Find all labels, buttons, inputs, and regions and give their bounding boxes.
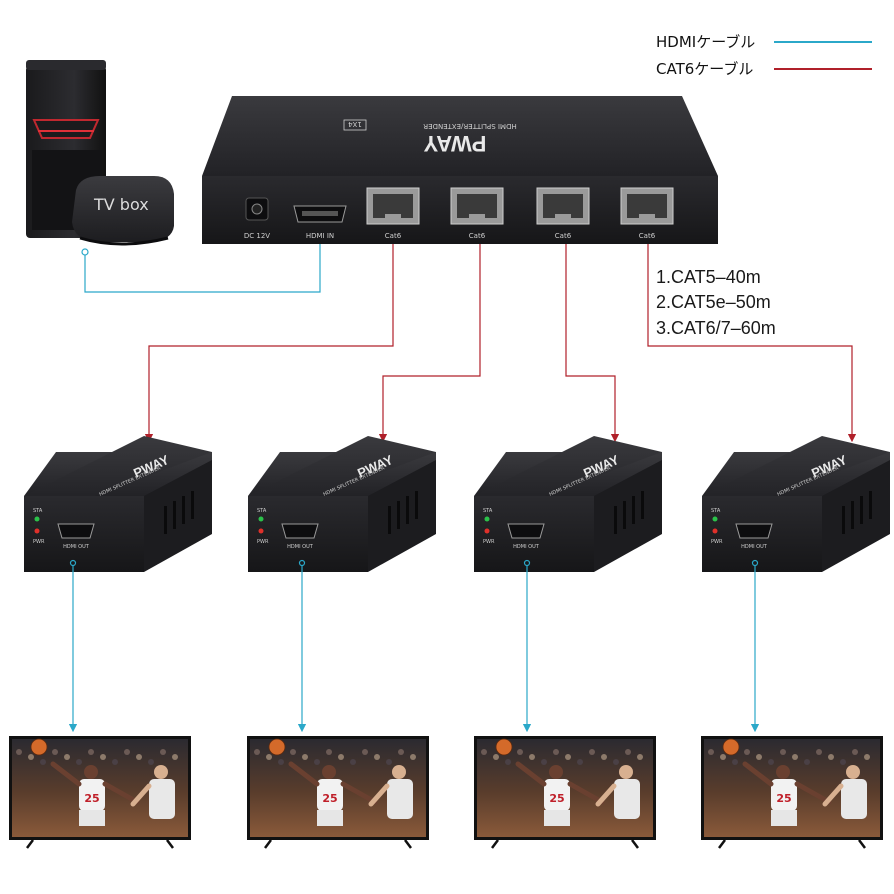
splitter-brand: PWAY — [423, 131, 486, 156]
hdmi-out-port-icon — [735, 523, 773, 539]
cat6-cable-3 — [565, 244, 620, 443]
tvbox-label: TV box — [93, 195, 149, 214]
jersey-number-1: 25 — [84, 792, 99, 805]
pwr-led-icon — [34, 528, 40, 534]
basketball-icon — [495, 738, 513, 756]
receiver-sta-label-1: STA — [33, 508, 43, 514]
rj45-ports: Cat6 Cat6 Cat6 Cat6 — [366, 187, 674, 240]
dc-power-port-icon — [245, 197, 269, 221]
spec-line-2: 2.CAT5e–50m — [656, 292, 771, 312]
receiver-port-label-3: HDMI OUT — [513, 544, 540, 550]
hdmi-out-port-icon — [57, 523, 95, 539]
tv-display-3: 25 — [474, 736, 656, 849]
tv-display-1: 25 — [9, 736, 191, 849]
hdmi-out-port-icon — [281, 523, 319, 539]
basketball-icon — [30, 738, 48, 756]
receiver-pwr-label-2: PWR — [257, 539, 269, 545]
cat6-cable-4 — [647, 244, 857, 443]
hdmi-out-port-icon — [507, 523, 545, 539]
receiver-pwr-label-4: PWR — [711, 539, 723, 545]
cat6-cable-2 — [378, 244, 481, 443]
pwr-led-icon — [258, 528, 264, 534]
jersey-number-4: 25 — [776, 792, 791, 805]
receiver-pwr-label-3: PWR — [483, 539, 495, 545]
legend-hdmi-label: HDMIケーブル — [656, 33, 755, 51]
sta-led-icon — [258, 516, 264, 522]
legend-cat6-label: CAT6ケーブル — [656, 60, 753, 78]
spec-line-3: 3.CAT6/7–60m — [656, 318, 776, 338]
receiver-port-label-1: HDMI OUT — [63, 544, 90, 550]
svg-text:1X4: 1X4 — [348, 120, 362, 128]
legend: HDMIケーブル CAT6ケーブル — [656, 33, 872, 78]
basketball-icon — [722, 738, 740, 756]
splitter-model: HDMI SPLITTER/EXTENDER — [423, 122, 517, 130]
jersey-number-2: 25 — [322, 792, 337, 805]
cable-length-specs: 1.CAT5–40m 2.CAT5e–50m 3.CAT6/7–60m — [656, 267, 776, 338]
sta-led-icon — [484, 516, 490, 522]
displays: 25 25 25 25 — [9, 736, 883, 849]
rj45-port-3: Cat6 — [536, 187, 590, 240]
spec-line-1: 1.CAT5–40m — [656, 267, 761, 287]
port-cat-label-4: Cat6 — [639, 232, 656, 240]
tv-display-4: 25 — [701, 736, 883, 849]
tv-box-icon: TV box — [72, 176, 174, 246]
rj45-port-1: Cat6 — [366, 187, 420, 240]
jersey-number-3: 25 — [549, 792, 564, 805]
receiver-sta-label-2: STA — [257, 508, 267, 514]
hdmi-output-cables — [68, 559, 760, 733]
rj45-port-4: Cat6 — [620, 187, 674, 240]
tv-display-2: 25 — [247, 736, 429, 849]
port-cat-label-3: Cat6 — [555, 232, 572, 240]
cat6-cable-1 — [144, 244, 394, 443]
port-dc-label: DC 12V — [244, 232, 270, 240]
sta-led-icon — [34, 516, 40, 522]
hdmi-in-port-icon — [293, 205, 347, 223]
receiver-sta-label-3: STA — [483, 508, 493, 514]
port-hdmi-in-label: HDMI IN — [306, 232, 334, 240]
port-cat-label-1: Cat6 — [385, 232, 402, 240]
port-cat-label-2: Cat6 — [469, 232, 486, 240]
hdmi-splitter-device: PWAY HDMI SPLITTER/EXTENDER 1X4 DC 12V H… — [202, 96, 718, 244]
pwr-led-icon — [712, 528, 718, 534]
splitter-badge: 1X4 — [343, 119, 367, 131]
hdmi-input-cable — [81, 244, 321, 293]
receiver-pwr-label-1: PWR — [33, 539, 45, 545]
receiver-port-label-4: HDMI OUT — [741, 544, 768, 550]
basketball-icon — [268, 738, 286, 756]
receiver-sta-label-4: STA — [711, 508, 721, 514]
sta-led-icon — [712, 516, 718, 522]
rj45-port-2: Cat6 — [450, 187, 504, 240]
cat6-cables — [144, 244, 857, 443]
pwr-led-icon — [484, 528, 490, 534]
receiver-port-label-2: HDMI OUT — [287, 544, 314, 550]
